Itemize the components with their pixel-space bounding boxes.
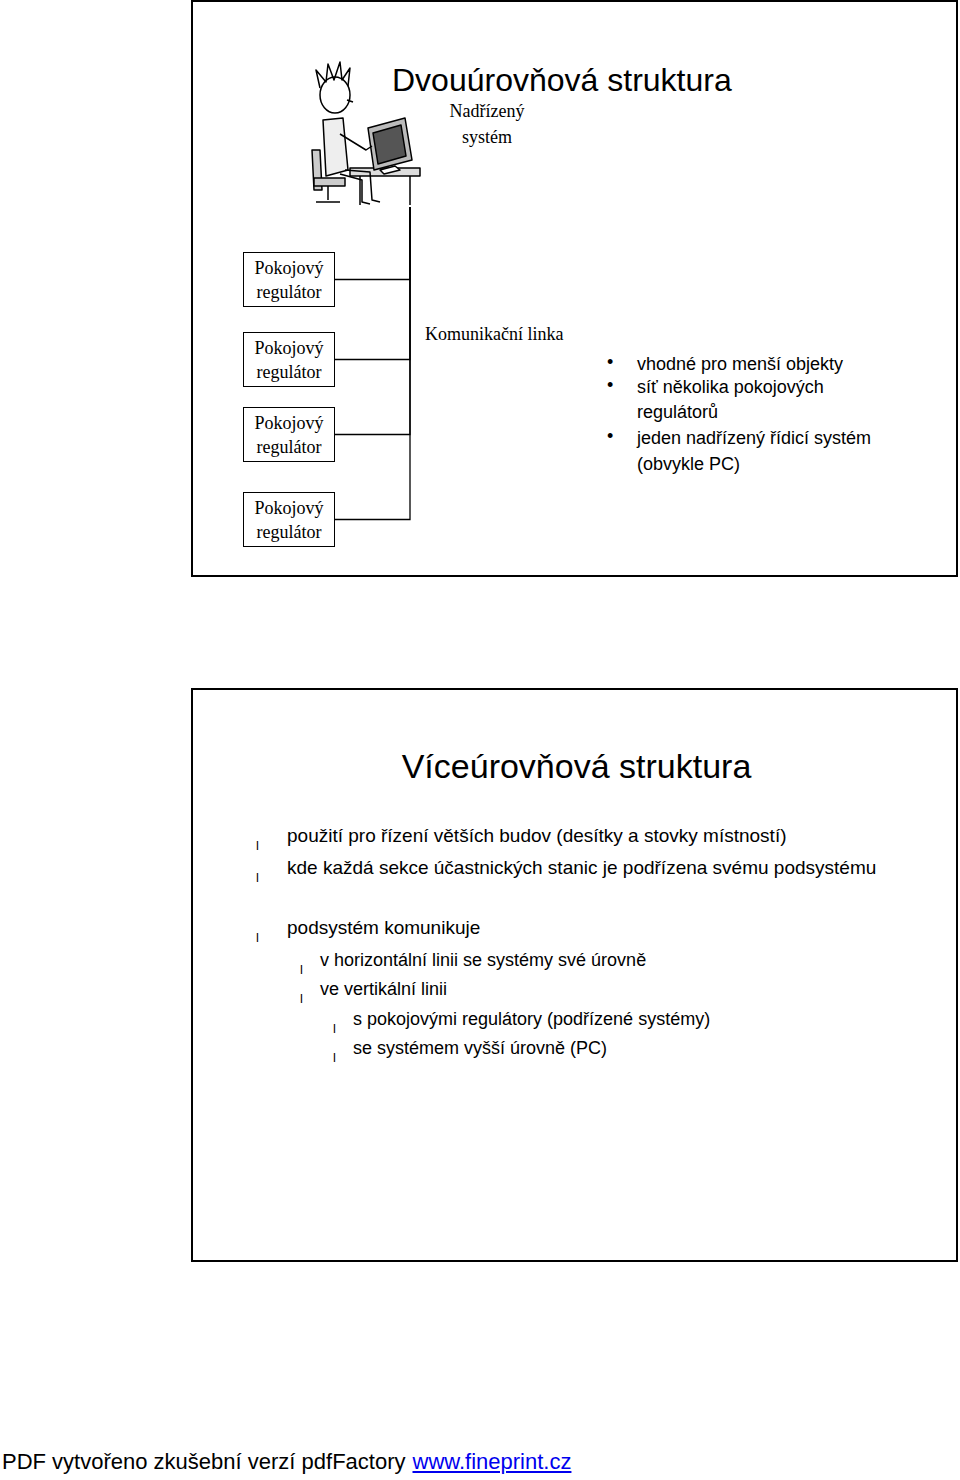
slide-frame: Víceúrovňová struktura použití pro řízení… <box>191 688 958 1262</box>
bullet-marker: l <box>256 832 259 859</box>
bullet-marker: l <box>256 864 259 891</box>
bus-connector <box>335 207 410 280</box>
bus-connector <box>335 207 410 360</box>
room-controller-box: Pokojový regulátor <box>243 332 335 387</box>
bus-connector <box>335 207 410 520</box>
sub-bullet-text: v horizontální linii se systémy své úrov… <box>320 947 646 973</box>
bullet-marker: l <box>333 1016 336 1042</box>
bullet-marker: l <box>256 924 259 951</box>
bullet-marker: • <box>607 373 613 398</box>
bullet-marker: • <box>607 350 613 374</box>
bullet-marker: l <box>300 957 303 983</box>
room-controller-box: Pokojový regulátor <box>243 252 335 307</box>
bullet-marker: l <box>300 986 303 1012</box>
bullet-marker: • <box>607 423 613 449</box>
bullet-text: síť několika pokojových regulátorů <box>637 375 872 425</box>
bullet-text: kde každá sekce účastnických stanic je p… <box>287 854 927 881</box>
sub-sub-bullet-text: s pokojovými regulátory (podřízené systé… <box>353 1006 710 1032</box>
bullet-text: vhodné pro menší objekty <box>637 352 843 376</box>
room-controller-box: Pokojový regulátor <box>243 407 335 462</box>
slide-frame: Dvouúrovňová struktura vhodné pro menší o… <box>191 0 958 577</box>
slide-title: Víceúrovňová struktura <box>193 745 960 787</box>
box-text: Pokojový regulátor <box>248 496 330 544</box>
watermark-link: www.fineprint.cz <box>413 1449 572 1474</box>
sub-sub-bullet-text: se systémem vyšší úrovně (PC) <box>353 1035 607 1061</box>
sub-bullet-text: ve vertikální linii <box>320 976 447 1002</box>
box-text: Pokojový regulátor <box>248 336 330 384</box>
room-controller-box: Pokojový regulátor <box>243 492 335 547</box>
system-label: Nadřízený systém <box>437 98 537 150</box>
watermark-text: PDF vytvořeno zkušební verzí pdfFactory <box>2 1449 406 1474</box>
slide-title: Dvouúrovňová struktura <box>392 60 732 100</box>
bullet-text: jeden nadřízený řídicí systém (obvykle P… <box>637 425 917 477</box>
bullet-text: použití pro řízení větších budov (desítk… <box>287 822 786 849</box>
box-text: Pokojový regulátor <box>248 256 330 304</box>
bullet-marker: l <box>333 1045 336 1071</box>
bus-label: Komunikační linka <box>425 322 563 346</box>
bullet-text: podsystém komunikuje <box>287 914 480 941</box>
footer-line: PDF vytvořeno zkušební verzí pdfFactory w… <box>2 1448 571 1476</box>
box-text: Pokojový regulátor <box>248 411 330 459</box>
supervisory-system: Nadřízený systém <box>302 2 542 207</box>
bus-connector <box>335 207 410 435</box>
